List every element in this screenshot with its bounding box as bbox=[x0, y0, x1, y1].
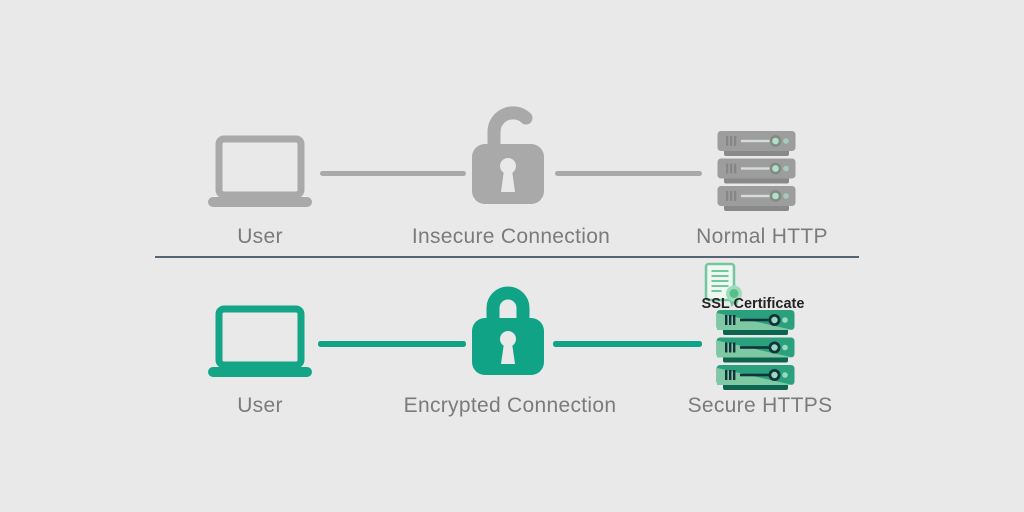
server-label: Secure HTTPS bbox=[687, 394, 833, 417]
user-label: User bbox=[237, 394, 283, 417]
server-unit bbox=[717, 186, 796, 211]
connection-line bbox=[553, 341, 702, 347]
laptop-icon bbox=[208, 305, 312, 377]
connection-line bbox=[320, 171, 466, 176]
server-unit bbox=[716, 310, 795, 335]
server-unit bbox=[716, 365, 795, 390]
certificate-icon bbox=[704, 262, 742, 307]
secure-server-stack-icon bbox=[716, 310, 795, 390]
row-divider bbox=[155, 256, 859, 258]
open-padlock-icon bbox=[472, 106, 544, 204]
connection-line bbox=[555, 171, 702, 176]
connection-label: Insecure Connection bbox=[411, 225, 611, 248]
server-unit bbox=[717, 158, 796, 184]
connection-label: Encrypted Connection bbox=[403, 394, 617, 417]
server-unit bbox=[716, 337, 795, 363]
laptop-icon bbox=[208, 135, 312, 207]
ssl-certificate-label: SSL Certificate bbox=[701, 296, 805, 312]
connection-line bbox=[318, 341, 466, 347]
server-stack-icon bbox=[717, 131, 796, 211]
user-label: User bbox=[237, 225, 283, 248]
server-label: Normal HTTP bbox=[696, 225, 828, 248]
server-unit bbox=[717, 131, 796, 156]
closed-padlock-icon bbox=[472, 286, 544, 375]
